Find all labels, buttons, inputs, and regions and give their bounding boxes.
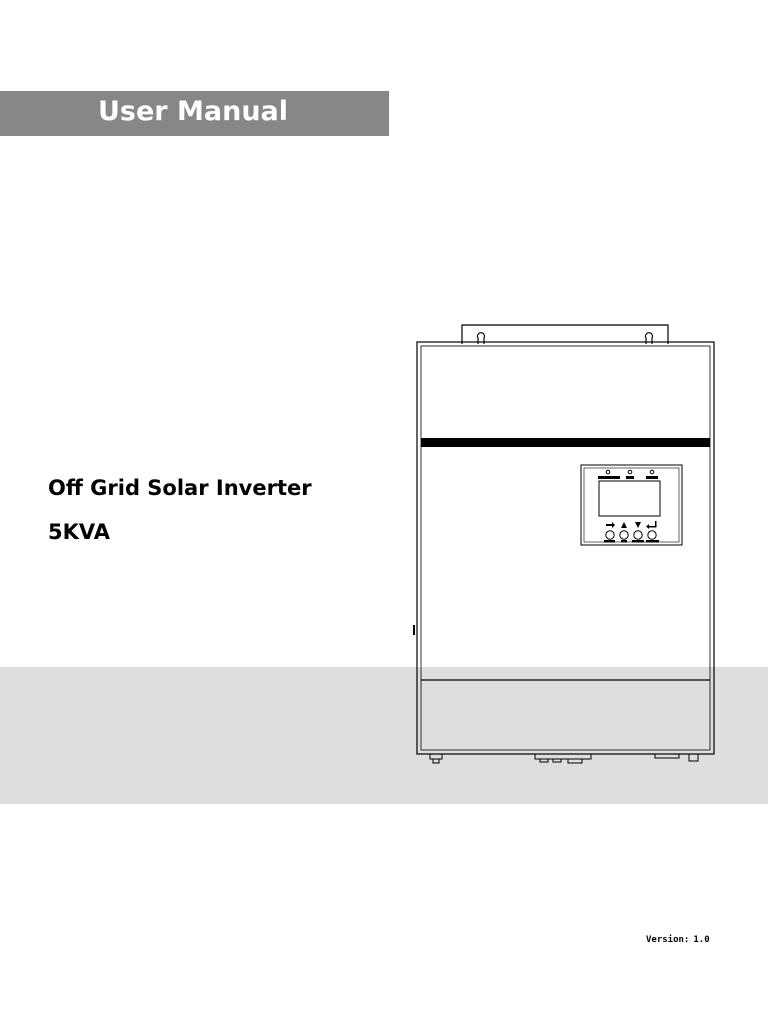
keyhole-left <box>476 332 486 344</box>
enter-arrow-icon <box>646 521 657 529</box>
version-number: 1.0 <box>693 935 710 945</box>
bottom-connectors <box>429 753 699 764</box>
title-banner <box>0 91 389 136</box>
button-esc <box>605 530 615 540</box>
product-name: Off Grid Solar Inverter <box>48 476 312 500</box>
control-panel <box>580 464 683 546</box>
black-stripe <box>421 438 710 447</box>
manual-title: User Manual <box>98 96 289 127</box>
button-enter <box>647 530 657 540</box>
led-fault <box>649 469 655 475</box>
version-label: Version: <box>646 935 690 945</box>
mounting-bracket <box>461 324 669 344</box>
button-down <box>633 530 643 540</box>
inverter-body <box>416 341 715 755</box>
button-up <box>619 530 629 540</box>
keyhole-right <box>644 332 654 344</box>
lcd-screen <box>598 480 661 517</box>
arrow-right-icon <box>606 522 615 528</box>
version-line: Version:1.0 <box>646 935 714 945</box>
triangle-down-icon <box>635 522 641 528</box>
triangle-up-icon <box>621 522 627 528</box>
led-chg <box>627 469 633 475</box>
inverter-illustration <box>413 324 715 764</box>
product-model: 5KVA <box>48 520 110 544</box>
gray-band <box>0 667 768 804</box>
led-ac-inv <box>605 469 611 475</box>
